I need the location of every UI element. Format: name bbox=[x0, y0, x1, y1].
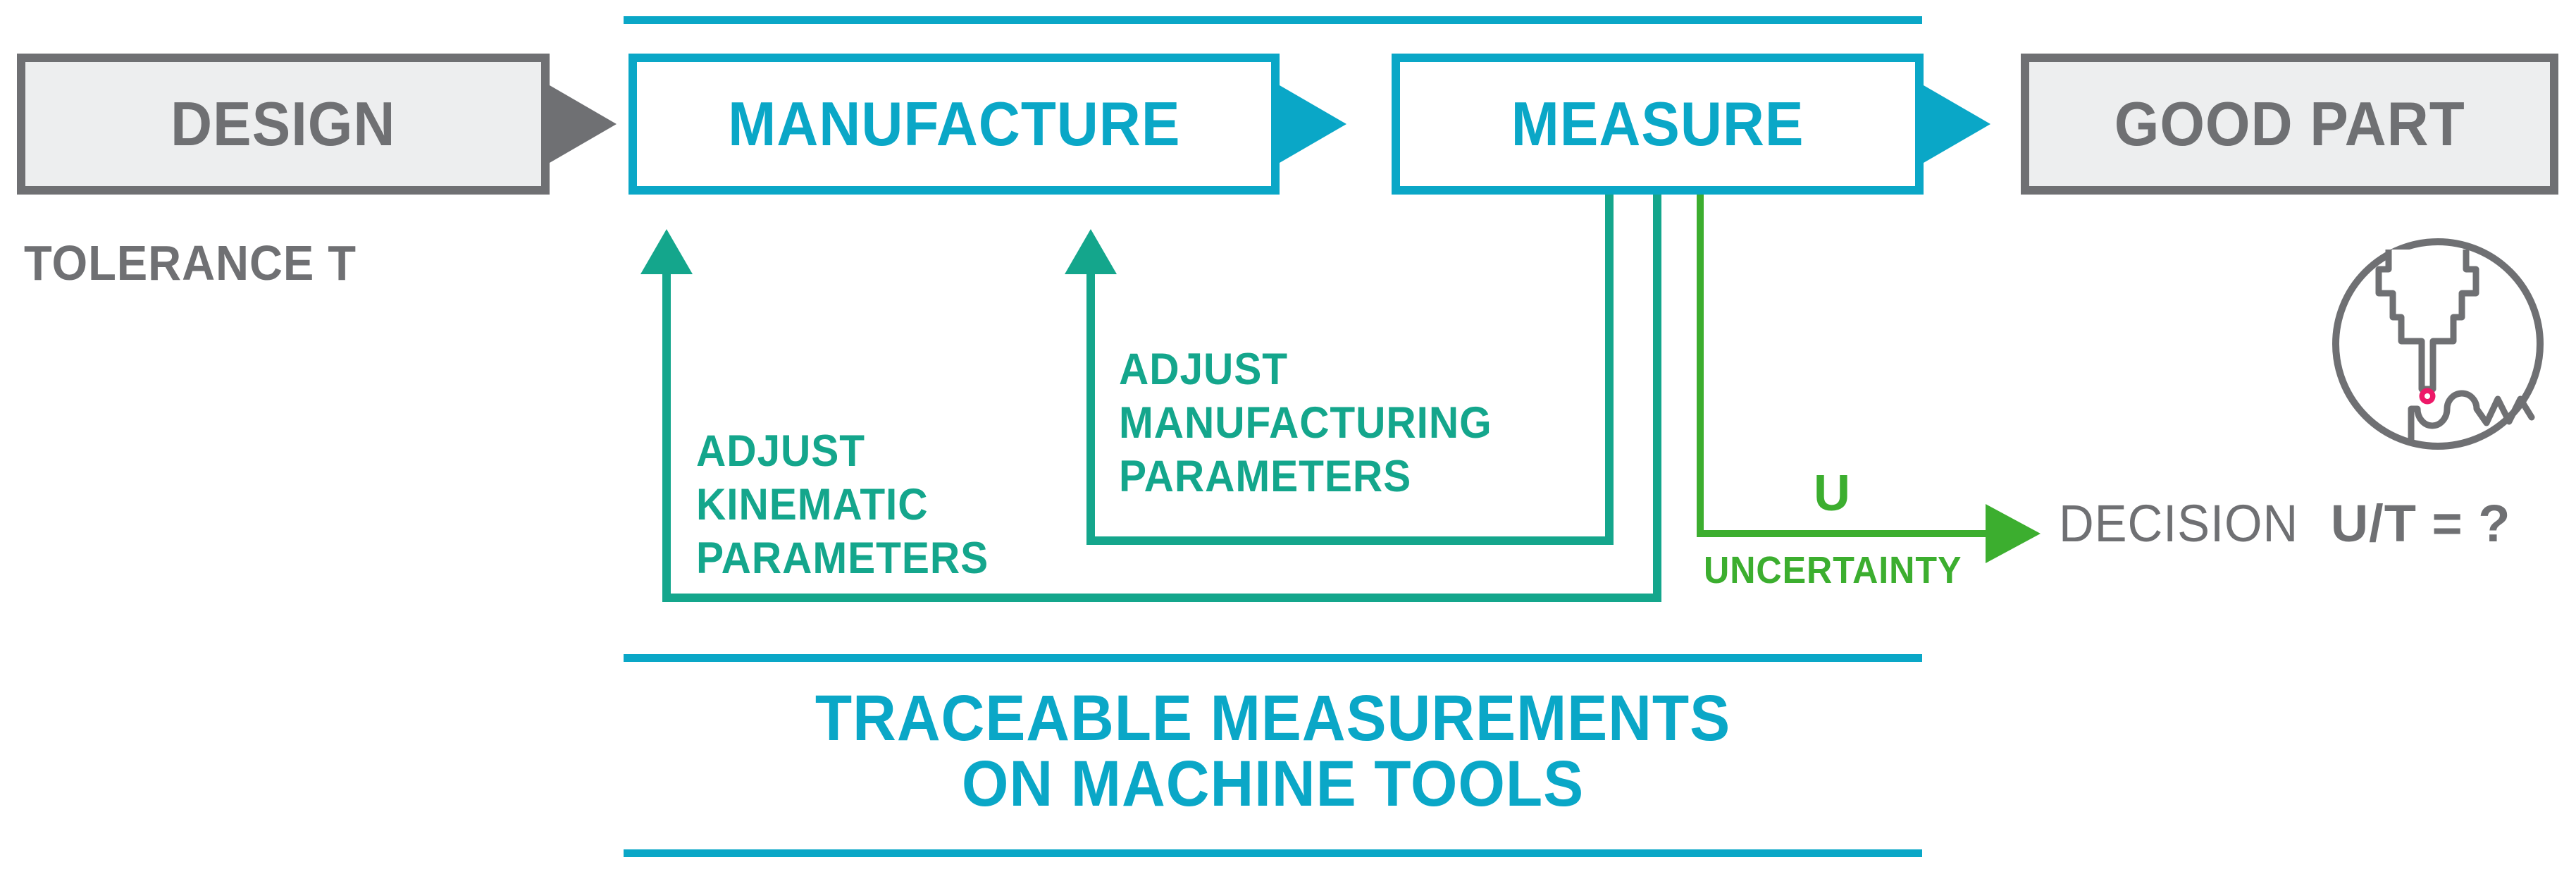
measure-to-goodpart-arrow-icon bbox=[1924, 85, 1990, 163]
kinematic-loop-line-across bbox=[662, 594, 1661, 602]
u-label: U bbox=[1814, 465, 1850, 522]
manufacture-to-measure-arrow-icon bbox=[1280, 85, 1346, 163]
footer-title-line1: TRACEABLE MEASUREMENTS bbox=[815, 682, 1731, 754]
decision-value: U/T = ? bbox=[2330, 494, 2511, 553]
uncertainty-label: UNCERTAINTY bbox=[1704, 549, 1962, 591]
adjust-manufacturing-line1: ADJUST bbox=[1119, 345, 1288, 394]
adjust-kinematic-parameters-label: ADJUST KINEMATIC PARAMETERS bbox=[696, 424, 989, 585]
design-label: DESIGN bbox=[171, 89, 396, 159]
design-box: DESIGN bbox=[17, 54, 550, 195]
good-part-label: GOOD PART bbox=[2114, 89, 2465, 159]
manufacturing-arrow-up-icon bbox=[1065, 229, 1117, 274]
manufacture-label: MANUFACTURE bbox=[727, 89, 1181, 159]
manufacturing-loop-line-across bbox=[1086, 536, 1614, 545]
uncertainty-line-down bbox=[1697, 192, 1704, 537]
machine-tool-probe-icon bbox=[2332, 238, 2544, 450]
decision-prefix: DECISION bbox=[2059, 494, 2299, 553]
footer-title: TRACEABLE MEASUREMENTS ON MACHINE TOOLS bbox=[624, 686, 1922, 817]
adjust-kinematic-line2: KINEMATIC bbox=[696, 480, 929, 529]
tolerance-label: TOLERANCE T bbox=[24, 235, 357, 290]
footer-rule-bottom bbox=[624, 849, 1922, 857]
probe-icon-tool bbox=[2375, 250, 2479, 393]
manufacturing-loop-line-down bbox=[1605, 192, 1614, 545]
adjust-kinematic-line1: ADJUST bbox=[696, 426, 865, 476]
probe-icon-circle bbox=[2332, 238, 2544, 450]
top-rule bbox=[624, 16, 1922, 24]
kinematic-arrow-up-icon bbox=[640, 229, 693, 274]
measure-label: MEASURE bbox=[1511, 89, 1804, 159]
design-to-manufacture-arrow-icon bbox=[550, 85, 617, 163]
uncertainty-line-across bbox=[1697, 530, 1987, 537]
adjust-manufacturing-line3: PARAMETERS bbox=[1119, 452, 1412, 501]
probe-icon-stylus-ball-center bbox=[2425, 393, 2430, 399]
adjust-manufacturing-line2: MANUFACTURING bbox=[1119, 398, 1492, 448]
footer-title-line2: ON MACHINE TOOLS bbox=[961, 748, 1585, 820]
measure-box: MEASURE bbox=[1392, 54, 1924, 195]
footer-rule-top bbox=[624, 654, 1922, 662]
manufacturing-loop-line-up bbox=[1086, 271, 1095, 545]
uncertainty-arrow-right-icon bbox=[1986, 504, 2041, 563]
manufacture-box: MANUFACTURE bbox=[628, 54, 1280, 195]
probe-icon-surface bbox=[2408, 390, 2535, 443]
adjust-kinematic-line3: PARAMETERS bbox=[696, 534, 989, 583]
good-part-box: GOOD PART bbox=[2021, 54, 2558, 195]
kinematic-loop-line-up bbox=[662, 271, 671, 602]
kinematic-loop-line-down bbox=[1653, 192, 1661, 602]
adjust-manufacturing-parameters-label: ADJUST MANUFACTURING PARAMETERS bbox=[1119, 343, 1492, 503]
